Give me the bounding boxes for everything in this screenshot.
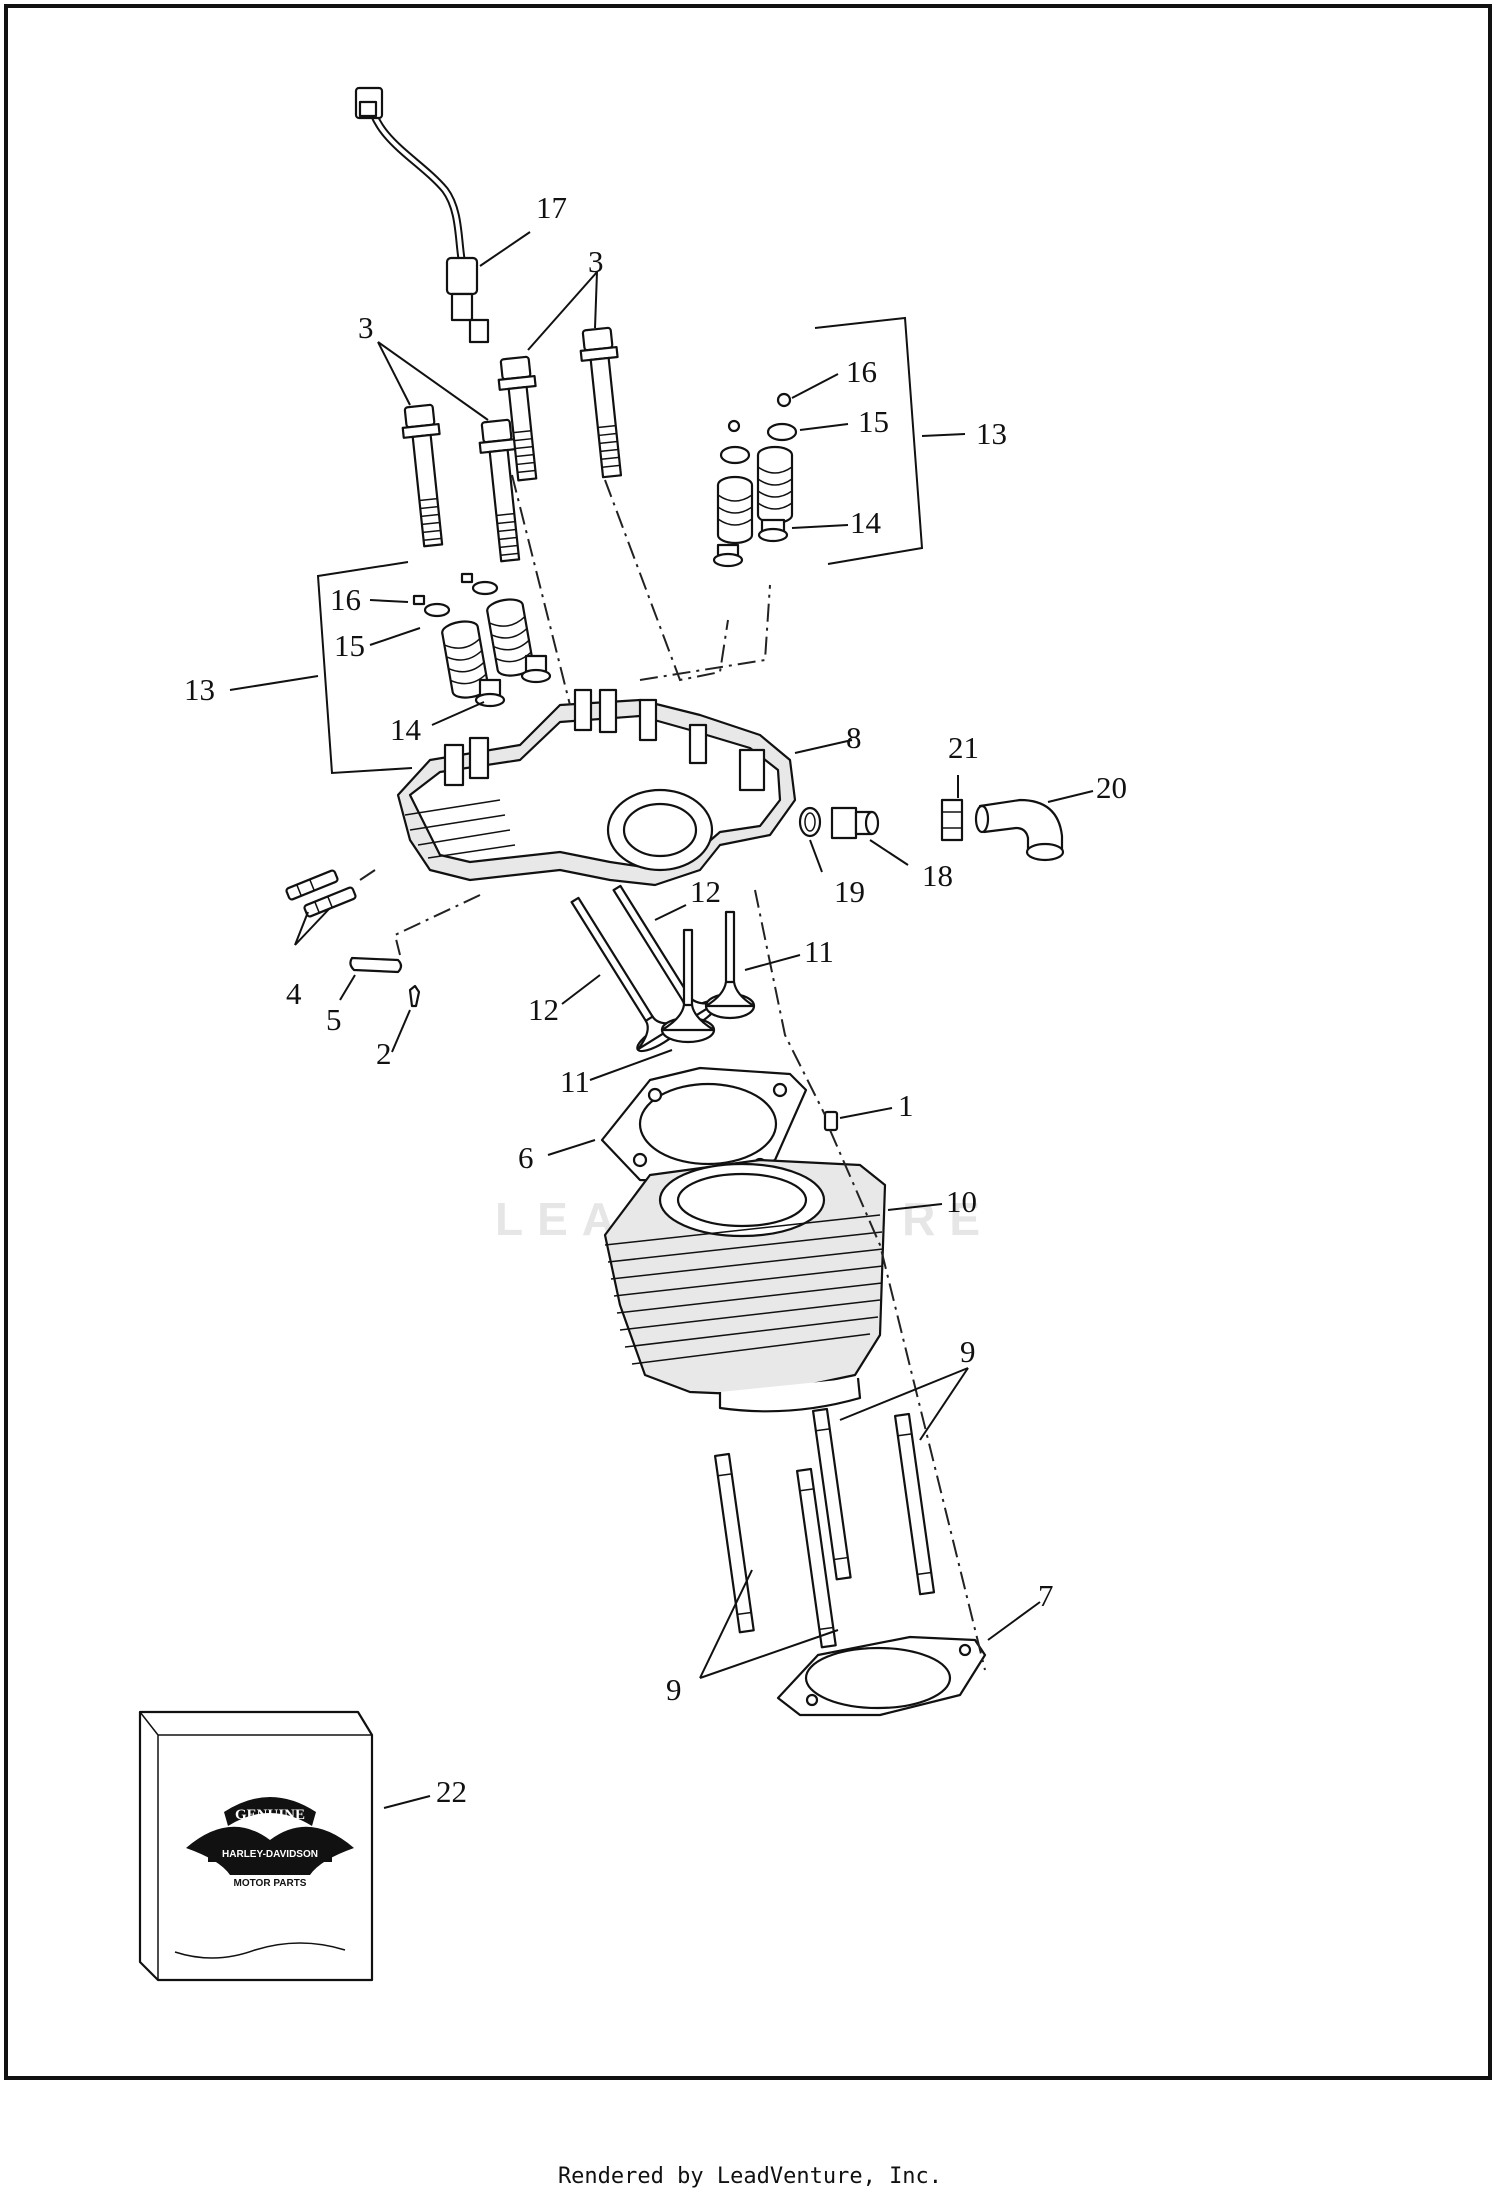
callout-11: 11 <box>560 1064 590 1099</box>
callout-6: 6 <box>518 1140 534 1175</box>
leader-lines <box>229 231 1094 1809</box>
part-7-base-gasket <box>776 1635 987 1717</box>
part-13-valve-spring-kit-right <box>712 392 798 568</box>
callout-3: 3 <box>588 244 604 279</box>
callout-5: 5 <box>326 1002 342 1037</box>
harley-davidson-logo: GENUINE HARLEY-DAVIDSON MOTOR PARTS <box>186 1797 354 1889</box>
callout-22: 22 <box>436 1774 467 1809</box>
part-22-parts-box: GENUINE HARLEY-DAVIDSON MOTOR PARTS <box>138 1710 374 1982</box>
part-13-valve-spring-kit-left <box>412 572 552 708</box>
callout-8: 8 <box>846 720 862 755</box>
callout-2: 2 <box>376 1036 392 1071</box>
callout-17: 17 <box>536 190 567 225</box>
callout-15: 15 <box>858 404 889 439</box>
diagram-frame <box>4 4 1492 2080</box>
callout-11: 11 <box>804 934 834 969</box>
callout-14: 14 <box>850 505 882 540</box>
part-3-head-bolts <box>401 326 623 563</box>
callout-21: 21 <box>948 730 979 765</box>
part-18-fitting <box>830 806 880 840</box>
callout-15: 15 <box>334 628 365 663</box>
callout-1: 1 <box>898 1088 914 1123</box>
part-10-cylinder <box>603 1158 887 1413</box>
part-11-valves <box>660 910 756 1044</box>
part-9-studs <box>713 1407 936 1649</box>
logo-bottom-text: MOTOR PARTS <box>234 1878 307 1889</box>
callout-20: 20 <box>1096 770 1127 805</box>
alignment-centerlines <box>359 474 986 1671</box>
callout-13: 13 <box>976 416 1007 451</box>
callout-16: 16 <box>330 582 361 617</box>
part-1-dowel-pin <box>823 1110 839 1132</box>
logo-middle-text: HARLEY-DAVIDSON <box>222 1849 318 1860</box>
callout-3: 3 <box>358 310 374 345</box>
part-21-clamp <box>940 798 964 842</box>
callout-12: 12 <box>690 874 721 909</box>
part-2-screw <box>408 984 421 1008</box>
footer-credit: Rendered by LeadVenture, Inc. <box>557 2164 943 2189</box>
callout-numbers: 17 3 3 16 15 13 14 16 15 13 14 8 21 20 1… <box>184 190 1127 1809</box>
part-17-sensor <box>354 86 490 344</box>
callout-14: 14 <box>390 712 422 747</box>
callout-19: 19 <box>834 874 865 909</box>
logo-top-text: GENUINE <box>235 1807 305 1823</box>
part-8-cylinder-head <box>396 688 797 887</box>
callout-10: 10 <box>946 1184 977 1219</box>
callout-9: 9 <box>960 1334 976 1369</box>
callout-16: 16 <box>846 354 877 389</box>
part-5-plate <box>349 956 403 974</box>
part-20-elbow-hose <box>974 798 1065 862</box>
callout-9: 9 <box>666 1672 682 1707</box>
callout-18: 18 <box>922 858 953 893</box>
part-4-dowels <box>285 869 357 918</box>
callout-7: 7 <box>1038 1578 1054 1613</box>
callout-13: 13 <box>184 672 215 707</box>
callout-12: 12 <box>528 992 559 1027</box>
callout-4: 4 <box>286 976 302 1011</box>
part-19-o-ring <box>798 806 822 838</box>
